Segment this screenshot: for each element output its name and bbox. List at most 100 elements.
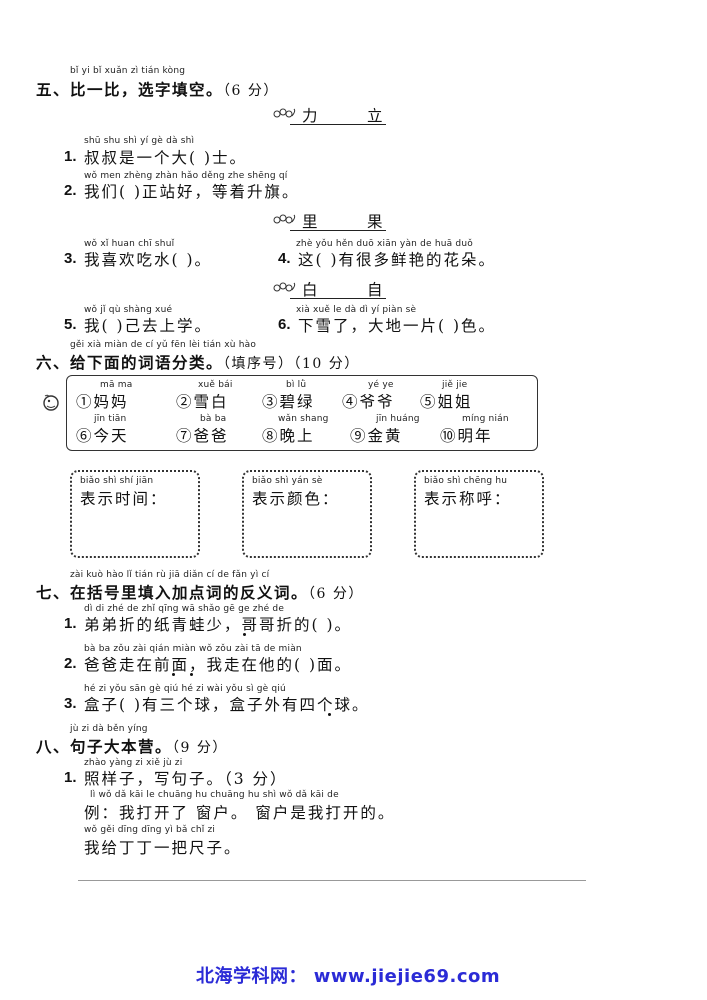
option-underline bbox=[290, 124, 386, 125]
q7-3-text: 盒子( )有三个球，盒子外有四个球。 bbox=[84, 696, 370, 714]
q5-1-pinyin: shū shu shì yí gè dà shì bbox=[84, 136, 195, 146]
word-bank bbox=[66, 375, 538, 451]
s6-title-pinyin: gěi xià miàn de cí yǔ fēn lèi tián xù hà… bbox=[70, 340, 257, 350]
s7-title-text: 七、在括号里填入加点词的反义词。 bbox=[36, 583, 309, 602]
word-pinyin: bì lǜ bbox=[286, 380, 307, 390]
word-pinyin: jiě jie bbox=[442, 380, 468, 390]
emphasis-dot bbox=[243, 633, 246, 636]
q7-3-pinyin: hé zi yǒu sān gè qiú hé zi wài yǒu sì gè… bbox=[84, 684, 286, 694]
s7-title-pinyin: zài kuò hào lǐ tián rù jiā diǎn cí de fǎ… bbox=[70, 570, 270, 580]
word-pinyin: xuě bái bbox=[198, 380, 233, 390]
q5-2-pinyin: wǒ men zhèng zhàn hǎo děng zhe shēng qí bbox=[84, 171, 288, 181]
q8-1-pinyin: zhào yàng zi xiě jù zi bbox=[84, 758, 183, 768]
emphasis-dot bbox=[172, 673, 175, 676]
word-pinyin: míng nián bbox=[462, 414, 509, 424]
q5-3-pinyin: wǒ xǐ huan chī shuǐ bbox=[84, 239, 175, 249]
q8-1-text: 照样子，写句子。（3 分） bbox=[84, 770, 288, 788]
example-sentence: 例：我打开了 窗户。 窗户是我打开的。 bbox=[84, 804, 396, 822]
s5-title: 五、比一比，选字填空。（6 分） bbox=[36, 78, 279, 100]
q7-2-number: 2. bbox=[64, 655, 77, 672]
q5-5-number: 5. bbox=[64, 316, 77, 333]
word-item: ③碧绿 bbox=[262, 393, 315, 411]
q7-1-text: 弟弟折的纸青蛙少，哥哥折的( )。 bbox=[84, 616, 353, 634]
answer-line bbox=[78, 880, 586, 881]
option-group-3 bbox=[272, 280, 298, 299]
category-box-color[interactable] bbox=[242, 470, 372, 558]
q5-6-pinyin: xià xuě le dà dì yí piàn sè bbox=[296, 305, 417, 315]
s7-score: （6 分） bbox=[308, 586, 364, 602]
word-pinyin: bà ba bbox=[200, 414, 227, 424]
bee-icon bbox=[43, 394, 59, 411]
word-item: ⑦爸爸 bbox=[176, 427, 229, 445]
emphasis-dot bbox=[328, 713, 331, 716]
emphasis-dot bbox=[190, 673, 193, 676]
word-item: ⑩明年 bbox=[440, 427, 493, 445]
category-label: 表示颜色： bbox=[252, 490, 340, 508]
q5-6-text: 下雪了，大地一片( )色。 bbox=[298, 317, 497, 335]
q7-1-pinyin: dì di zhé de zhǐ qīng wā shǎo gē ge zhé … bbox=[84, 604, 285, 614]
word-item: ②雪白 bbox=[176, 393, 229, 411]
word-pinyin: jīn tiān bbox=[94, 414, 127, 424]
q5-6-number: 6. bbox=[278, 316, 291, 333]
flower-icon bbox=[273, 282, 296, 292]
s6-title: 六、给下面的词语分类。（填序号）（10 分） bbox=[36, 351, 360, 373]
q7-2-pinyin: bà ba zǒu zài qián miàn wǒ zǒu zài tā de… bbox=[84, 644, 302, 654]
option-group-1 bbox=[272, 106, 298, 125]
q5-3-number: 3. bbox=[64, 250, 77, 267]
task-pinyin: wǒ gěi dīng dīng yì bǎ chǐ zi bbox=[84, 825, 216, 835]
word-pinyin: mā ma bbox=[100, 380, 133, 390]
option-2a: 里 bbox=[302, 213, 320, 231]
s7-title: 七、在括号里填入加点词的反义词。（6 分） bbox=[36, 581, 364, 603]
q5-2-text: 我们( )正站好，等着升旗。 bbox=[84, 183, 300, 201]
option-underline bbox=[290, 230, 386, 231]
q5-3-text: 我喜欢吃水( )。 bbox=[84, 251, 213, 269]
footer-watermark: 北海学科网： www.jiejie69.com bbox=[196, 966, 501, 987]
s8-title: 八、句子大本营。（9 分） bbox=[36, 735, 228, 757]
q5-4-number: 4. bbox=[278, 250, 291, 267]
example-pinyin: lì wǒ dǎ kāi le chuāng hu chuāng hu shì … bbox=[90, 790, 339, 800]
category-box-time[interactable] bbox=[70, 470, 200, 558]
category-box-address[interactable] bbox=[414, 470, 544, 558]
q7-1-number: 1. bbox=[64, 615, 77, 632]
q5-4-text: 这( )有很多鲜艳的花朵。 bbox=[298, 251, 497, 269]
q7-2-text: 爸爸走在前面，我走在他的( )面。 bbox=[84, 656, 353, 674]
option-1a: 力 bbox=[302, 107, 320, 125]
category-label: 表示称呼： bbox=[424, 490, 512, 508]
flower-icon bbox=[273, 108, 296, 118]
q7-3-number: 3. bbox=[64, 695, 77, 712]
q5-1-text: 叔叔是一个大( )士。 bbox=[84, 149, 248, 167]
option-2b: 果 bbox=[367, 213, 385, 231]
q5-2-number: 2. bbox=[64, 182, 77, 199]
s5-title-text: 五、比一比，选字填空。 bbox=[36, 80, 224, 99]
option-1b: 立 bbox=[367, 107, 385, 125]
q5-5-pinyin: wǒ jǐ qù shàng xué bbox=[84, 305, 173, 315]
s6-score: （填序号）（10 分） bbox=[223, 356, 360, 372]
word-item: ⑨金黄 bbox=[350, 427, 403, 445]
word-item: ④爷爷 bbox=[342, 393, 395, 411]
q5-4-pinyin: zhè yǒu hěn duō xiān yàn de huā duǒ bbox=[296, 239, 473, 249]
word-pinyin: jīn huáng bbox=[376, 414, 420, 424]
option-3b: 自 bbox=[367, 281, 385, 299]
word-item: ①妈妈 bbox=[76, 393, 129, 411]
s5-score: （6 分） bbox=[223, 83, 279, 99]
category-label: 表示时间： bbox=[80, 490, 168, 508]
option-group-2 bbox=[272, 212, 298, 231]
category-pinyin: biǎo shì yán sè bbox=[252, 476, 323, 486]
s8-title-text: 八、句子大本营。 bbox=[36, 737, 173, 756]
word-pinyin: yé ye bbox=[368, 380, 394, 390]
word-pinyin: wǎn shang bbox=[278, 414, 329, 424]
s5-title-pinyin: bǐ yi bǐ xuǎn zì tián kòng bbox=[70, 66, 186, 76]
word-item: ⑤姐姐 bbox=[420, 393, 473, 411]
s6-title-text: 六、给下面的词语分类。 bbox=[36, 353, 224, 372]
category-pinyin: biǎo shì chēng hu bbox=[424, 476, 508, 486]
q5-5-text: 我( )己去上学。 bbox=[84, 317, 213, 335]
word-item: ⑥今天 bbox=[76, 427, 129, 445]
q5-1-number: 1. bbox=[64, 148, 77, 165]
task-sentence: 我给丁丁一把尺子。 bbox=[84, 839, 242, 857]
category-pinyin: biǎo shì shí jiān bbox=[80, 476, 154, 486]
option-underline bbox=[290, 298, 386, 299]
s8-score: （9 分） bbox=[172, 740, 228, 756]
option-3a: 白 bbox=[302, 281, 320, 299]
s8-title-pinyin: jù zi dà běn yíng bbox=[70, 724, 148, 734]
word-item: ⑧晚上 bbox=[262, 427, 315, 445]
